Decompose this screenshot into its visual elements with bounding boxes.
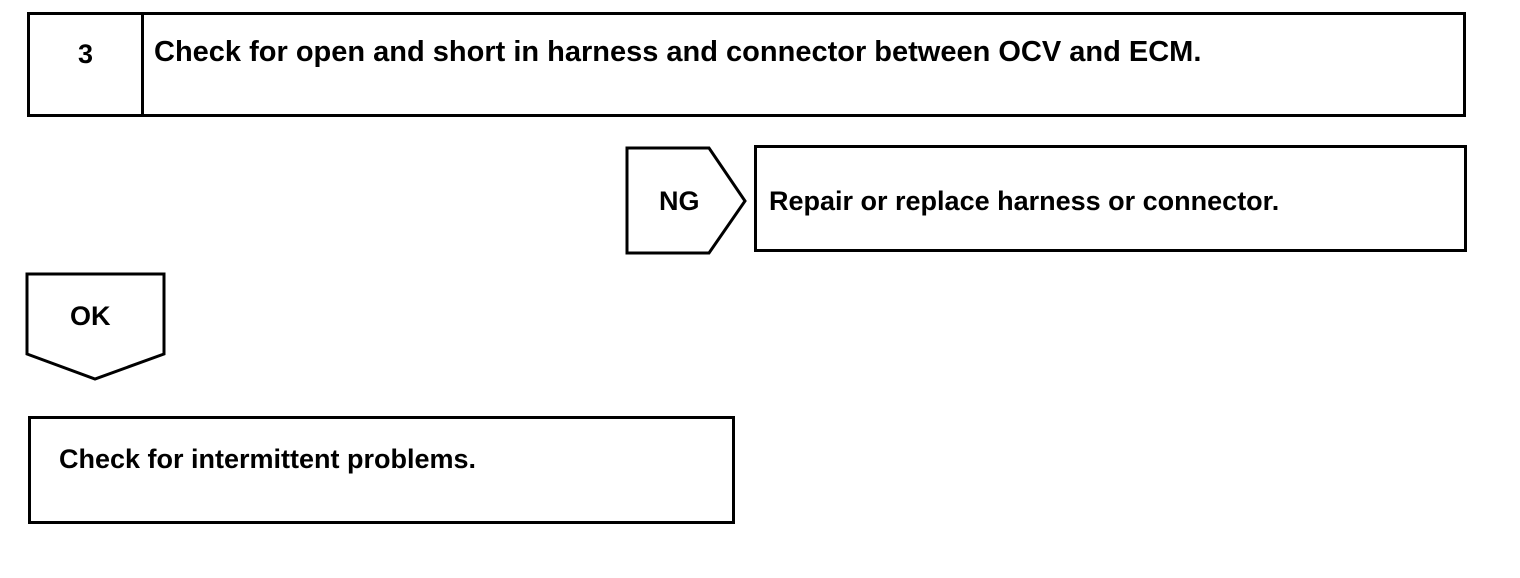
ng-action-box: Repair or replace harness or connector.: [754, 145, 1467, 252]
step-number: 3: [78, 39, 94, 69]
ok-action-box: Check for intermittent problems.: [28, 416, 735, 524]
step-title: Check for open and short in harness and …: [154, 36, 1202, 68]
ng-label: NG: [659, 186, 700, 216]
step-box: 3 Check for open and short in harness an…: [27, 12, 1466, 117]
ok-label: OK: [70, 301, 111, 331]
ok-down-arrow-tag: [25, 272, 166, 381]
ng-action-text: Repair or replace harness or connector.: [769, 186, 1280, 216]
ng-arrow-tag: [625, 146, 747, 255]
step-number-divider: [141, 15, 144, 114]
ok-action-text: Check for intermittent problems.: [59, 444, 477, 474]
